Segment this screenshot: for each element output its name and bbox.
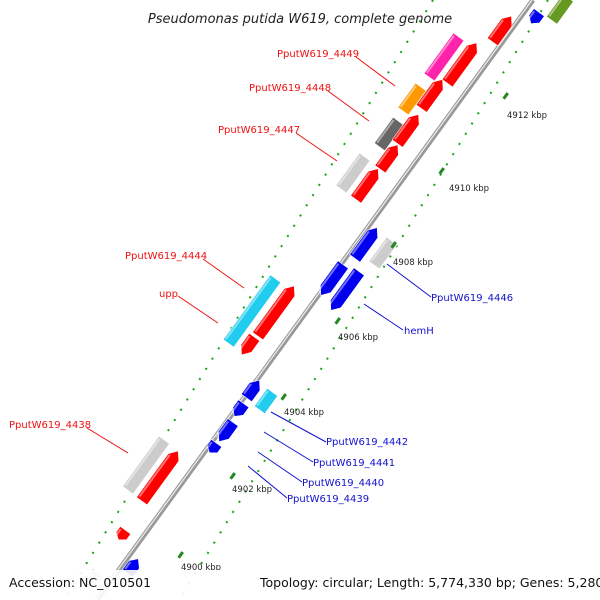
gene-highlight xyxy=(337,155,361,186)
kbp-ticks: 4900 kbp 4902 kbp 4904 kbp 4906 kbp 4908… xyxy=(177,92,547,573)
gene-highlight xyxy=(231,401,240,413)
gene-highlight xyxy=(254,289,287,333)
leader-lines xyxy=(86,56,432,499)
gene-arrow[interactable] xyxy=(136,447,184,506)
tick-mark xyxy=(334,317,341,325)
gene-highlight xyxy=(527,10,536,20)
gene-arrow[interactable] xyxy=(526,8,545,28)
gene-arrow[interactable] xyxy=(326,267,365,314)
gene-highlight xyxy=(243,383,252,395)
gene-highlight xyxy=(225,277,272,340)
gene-arrow[interactable] xyxy=(214,418,239,445)
gene-highlight xyxy=(548,0,565,17)
gene-label-pputw619-4438[interactable]: PputW619_4438 xyxy=(9,420,91,431)
gene-arrow[interactable] xyxy=(415,76,448,113)
gene-label-pputw619-4441[interactable]: PputW619_4441 xyxy=(313,458,395,469)
tick-label-4904: 4904 kbp xyxy=(284,408,324,418)
gene-highlight xyxy=(444,46,470,80)
gene-label-pputw619-4439[interactable]: PputW619_4439 xyxy=(287,494,369,505)
gene-label-pputw619-4444[interactable]: PputW619_4444 xyxy=(125,251,207,262)
gene-highlight xyxy=(317,263,340,292)
tick-label-4908: 4908 kbp xyxy=(393,258,433,268)
gene-arrow[interactable] xyxy=(486,12,516,47)
gene-box[interactable] xyxy=(546,0,574,25)
gene-arrow[interactable] xyxy=(391,111,424,148)
gene-features xyxy=(84,0,574,588)
gene-highlight xyxy=(215,420,230,439)
gene-label-pputw619-4446[interactable]: PputW619_4446 xyxy=(431,293,513,304)
gene-labels: PputW619_4449 PputW619_4448 PputW619_444… xyxy=(9,49,513,505)
gene-highlight xyxy=(376,119,395,144)
gene-highlight xyxy=(138,454,171,498)
gene-label-pputw619-4440[interactable]: PputW619_4440 xyxy=(302,478,384,489)
gene-highlight xyxy=(206,441,213,450)
gene-highlight xyxy=(489,19,504,39)
topology-text: Topology: circular; Length: 5,774,330 bp… xyxy=(259,575,600,590)
tick-label-4912: 4912 kbp xyxy=(507,111,547,121)
accession-text: Accession: NC_010501 xyxy=(9,575,151,590)
gene-box[interactable] xyxy=(423,32,465,82)
gene-highlight xyxy=(399,85,417,108)
genome-backbone xyxy=(94,0,536,600)
gene-highlight xyxy=(327,269,356,307)
tick-mark xyxy=(502,92,509,100)
gene-highlight xyxy=(351,230,370,255)
gene-label-pputw619-4448[interactable]: PputW619_4448 xyxy=(249,83,331,94)
gene-box[interactable] xyxy=(122,435,170,495)
tick-mark xyxy=(177,551,184,559)
gene-label-pputw619-4442[interactable]: PputW619_4442 xyxy=(326,437,408,448)
gene-arrow[interactable] xyxy=(441,39,482,88)
tick-mark xyxy=(280,393,287,401)
gene-arrow[interactable] xyxy=(252,282,300,341)
gene-highlight xyxy=(115,528,122,537)
tick-label-4910: 4910 kbp xyxy=(449,184,489,194)
gene-arrow[interactable] xyxy=(113,525,132,543)
gene-arrow[interactable] xyxy=(204,438,223,456)
footer-background xyxy=(0,570,600,600)
gene-highlight xyxy=(376,148,391,166)
gene-label-pputw619-4449[interactable]: PputW619_4449 xyxy=(277,49,359,60)
gene-highlight xyxy=(370,239,388,262)
tick-label-4900: 4900 kbp xyxy=(181,563,221,573)
gene-label-hemh[interactable]: hemH xyxy=(404,326,434,337)
gene-arrow[interactable] xyxy=(374,141,403,174)
gene-arrow[interactable] xyxy=(236,332,261,358)
gene-arrow[interactable] xyxy=(350,165,384,204)
gene-box[interactable] xyxy=(335,152,371,194)
tick-mark xyxy=(390,241,397,249)
gene-arrow[interactable] xyxy=(240,376,264,403)
gene-highlight xyxy=(394,117,412,140)
gene-box[interactable] xyxy=(368,236,398,270)
gene-highlight xyxy=(352,171,371,196)
gene-highlight xyxy=(256,390,269,407)
gene-arrow[interactable] xyxy=(349,224,383,263)
gene-highlight xyxy=(426,35,455,74)
gene-highlight xyxy=(418,82,436,105)
gene-arrow[interactable] xyxy=(316,260,349,299)
gene-highlight xyxy=(124,561,132,570)
tick-mark xyxy=(438,167,445,175)
gene-label-pputw619-4447[interactable]: PputW619_4447 xyxy=(218,125,300,136)
tick-label-4902: 4902 kbp xyxy=(232,485,272,495)
gene-box[interactable] xyxy=(253,387,279,415)
gene-highlight xyxy=(238,335,251,352)
gene-highlight xyxy=(124,438,161,487)
gene-arrow[interactable] xyxy=(229,399,250,421)
gene-label-upp[interactable]: upp xyxy=(159,289,178,300)
tick-mark xyxy=(229,472,236,480)
map-title: Pseudomonas putida W619, complete genome xyxy=(148,12,452,27)
gene-box[interactable] xyxy=(222,274,282,348)
tick-label-4906: 4906 kbp xyxy=(338,333,378,343)
